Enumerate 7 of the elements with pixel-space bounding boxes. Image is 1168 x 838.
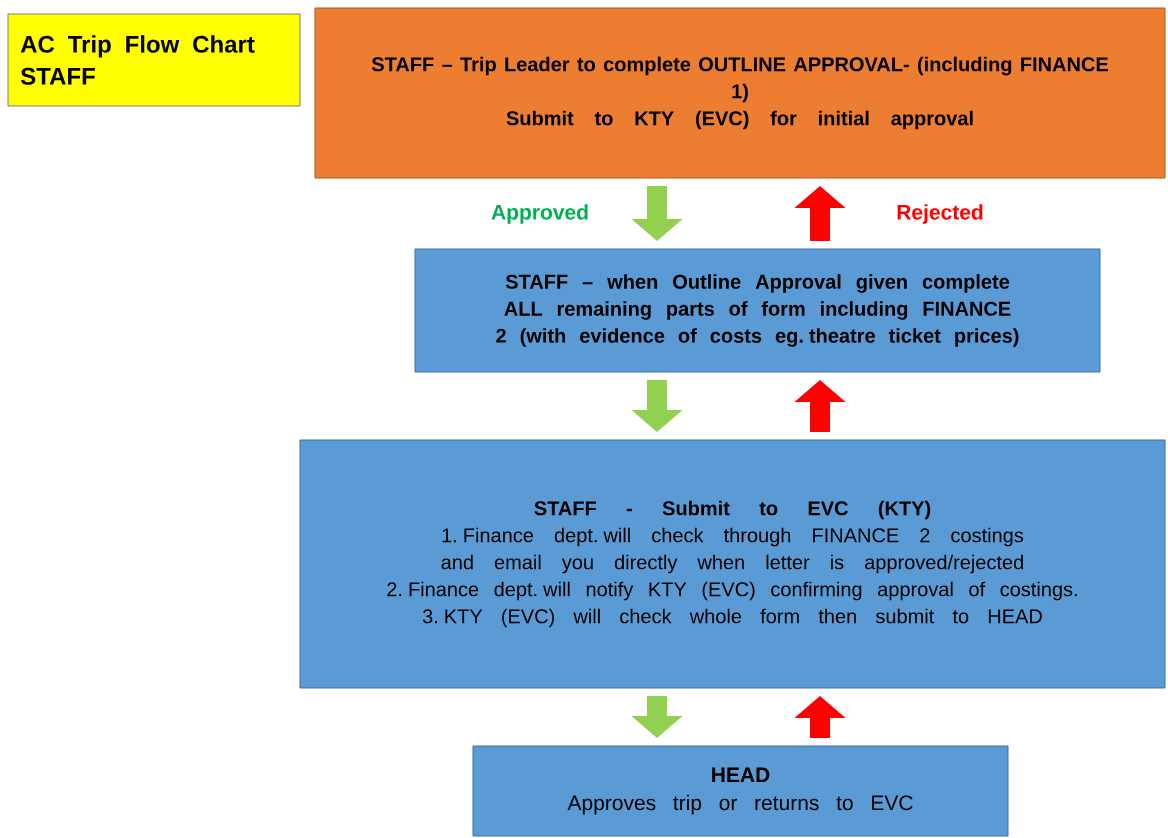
title-box: AC Trip Flow Chart STAFF [7,13,301,107]
edge-label: Rejected [897,204,983,224]
process-box: STAFF - Submit to EVC (KTY) 1. Finance dept. will check through FINANCE 2 costings and email you directly when letter is approved/rejected 2. Finance dept. will notify KTY (EVC) confirming approval of costings. 3. KTY (EVC) will check whole form then submit to HEAD [299,439,1166,689]
process-box: HEAD Approves trip or returns to EVC [472,745,1009,837]
edge-label: Approved [491,204,588,224]
process-box: STAFF – when Outline Approval given complete ALL remaining parts of form including FINANCE 2 (with evidence of costs eg. theatre ticket prices) [414,248,1101,373]
process-box: STAFF – Trip Leader to complete OUTLINE APPROVAL- (including FINANCE 1) Submit to KTY (EVC) for initial approval [314,7,1166,179]
